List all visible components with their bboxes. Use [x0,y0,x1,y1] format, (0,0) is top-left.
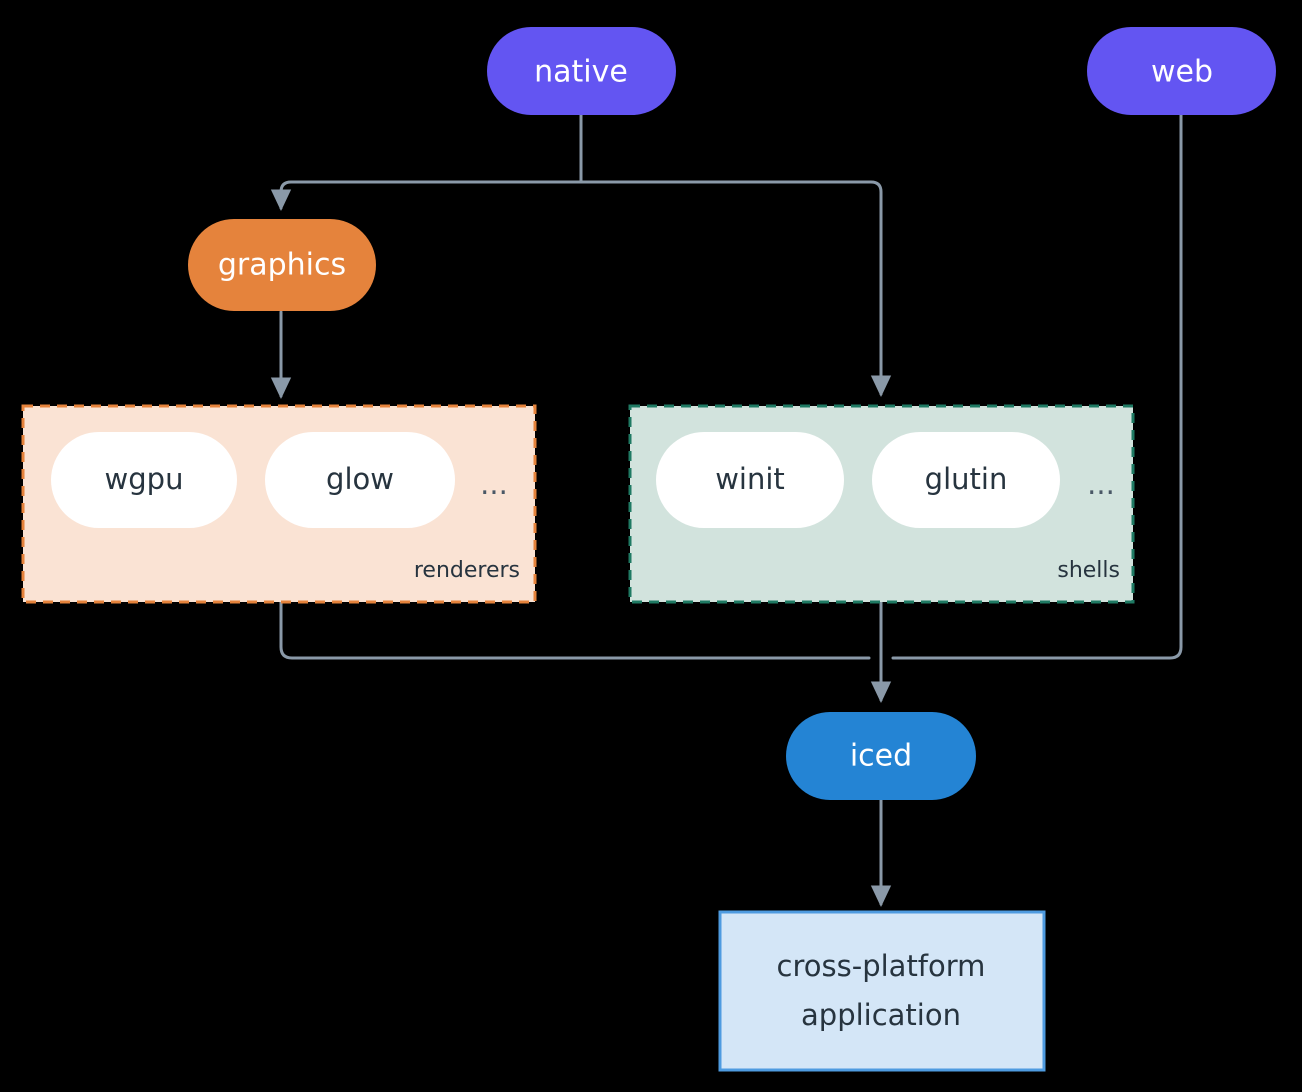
node-application[interactable]: cross-platform application [718,910,1046,1072]
node-application-label-line-2: application [801,998,961,1032]
shells-caption: shells [1057,558,1120,583]
group-shells: winit glutin ... shells [628,404,1135,604]
node-native-shape[interactable] [487,27,676,115]
chip-wgpu-label: wgpu [105,462,184,496]
chip-glutin[interactable] [872,432,1060,528]
chip-winit-label: winit [715,462,785,496]
node-iced-shape[interactable] [786,712,976,800]
edge-layer [270,111,1183,908]
chip-glutin-label: glutin [925,462,1008,496]
edge-renderers-to-iced [279,600,871,660]
chip-glow[interactable] [265,432,455,528]
node-graphics[interactable]: graphics [188,219,376,311]
shells-ellipsis: ... [1087,467,1115,501]
node-web-label: web [1151,55,1213,90]
node-application-shape[interactable] [718,910,1046,1072]
edge-web-to-iced [891,111,1183,660]
node-web-shape[interactable] [1087,27,1276,115]
node-graphics-label: graphics [218,248,346,283]
edge-native-to-shells [579,180,892,398]
chip-wgpu[interactable] [51,432,237,528]
edge-native-to-graphics [270,180,583,212]
node-graphics-shape[interactable] [188,219,376,311]
node-application-label-line-1: cross-platform [777,949,986,983]
chip-winit[interactable] [656,432,844,528]
node-iced-label: iced [850,739,912,774]
node-web[interactable]: web [1087,27,1276,115]
node-native-label: native [534,55,628,90]
group-renderers: wgpu glow ... renderers [21,404,537,604]
renderers-ellipsis: ... [480,467,508,501]
renderers-caption: renderers [414,558,520,583]
node-iced[interactable]: iced [786,712,976,800]
chip-glow-label: glow [326,462,394,496]
node-native[interactable]: native [487,27,676,115]
